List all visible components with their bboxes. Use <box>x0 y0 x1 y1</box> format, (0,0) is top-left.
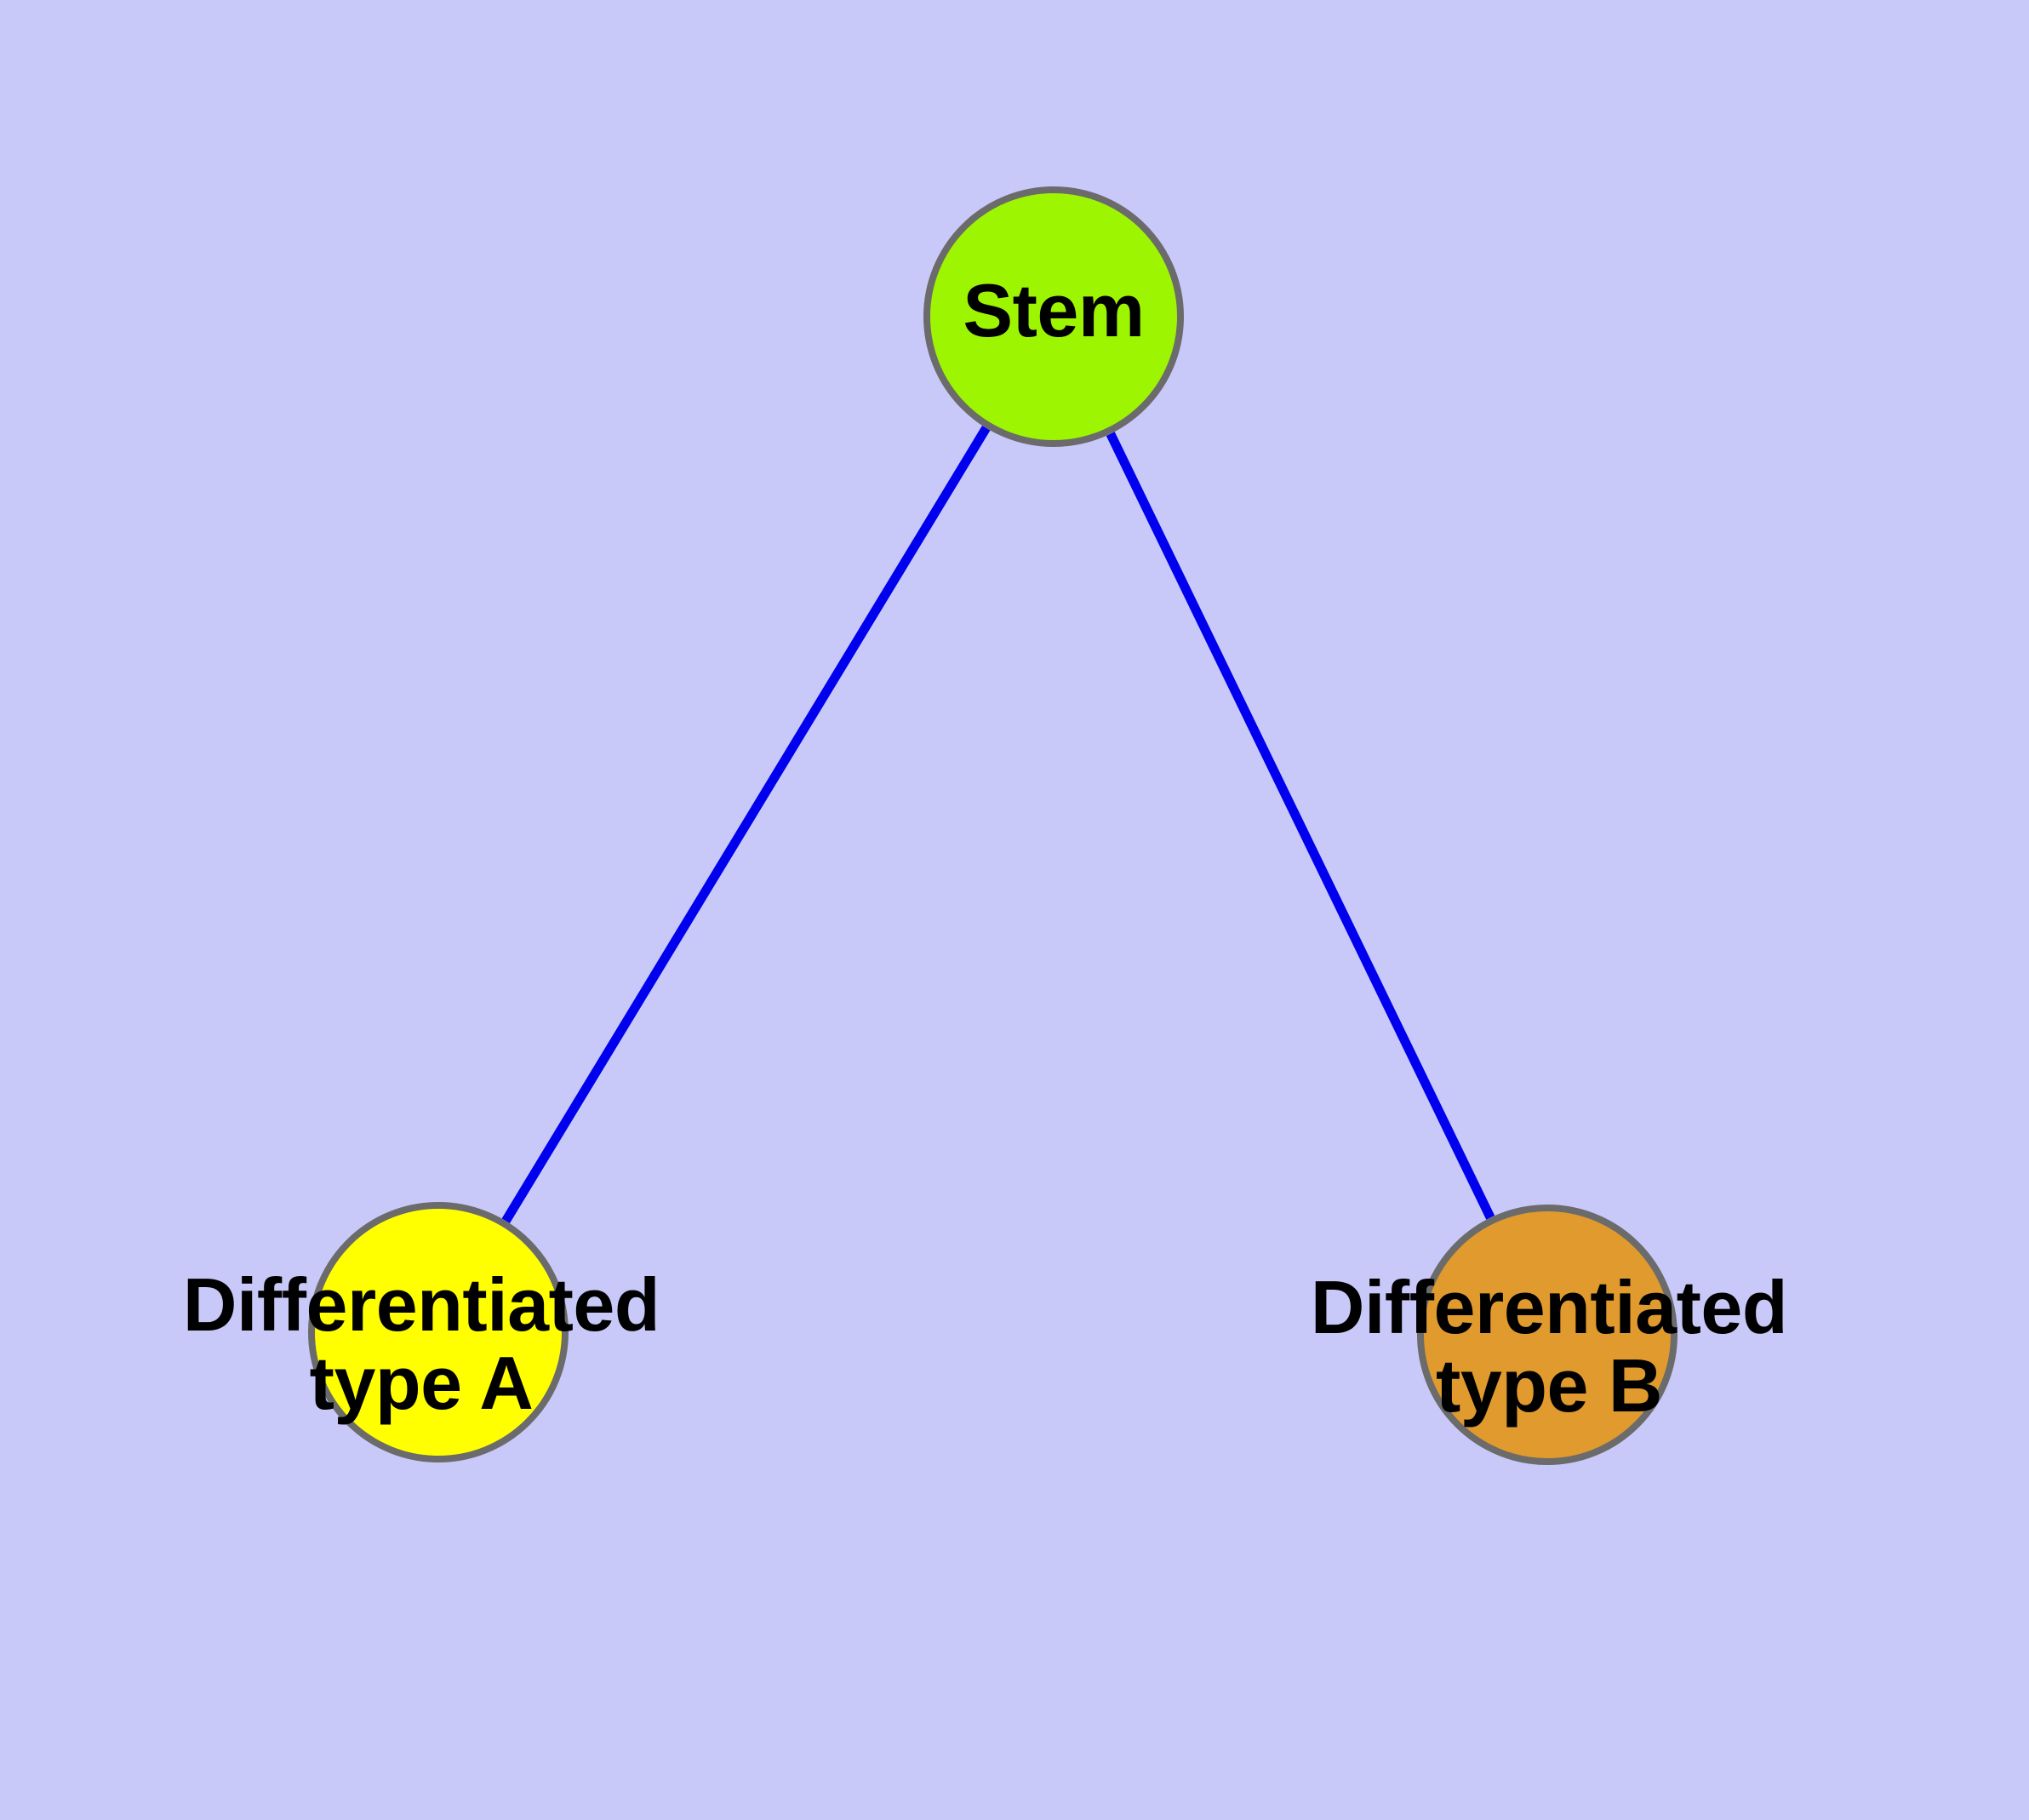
node-differentiated-type-b[interactable] <box>1417 1205 1677 1465</box>
edge-stem-to-differentiated-type-b <box>1106 432 1495 1220</box>
node-differentiated-type-a[interactable] <box>308 1202 569 1462</box>
node-stem[interactable] <box>923 186 1184 447</box>
edge-stem-to-differentiated-type-a <box>501 425 991 1224</box>
